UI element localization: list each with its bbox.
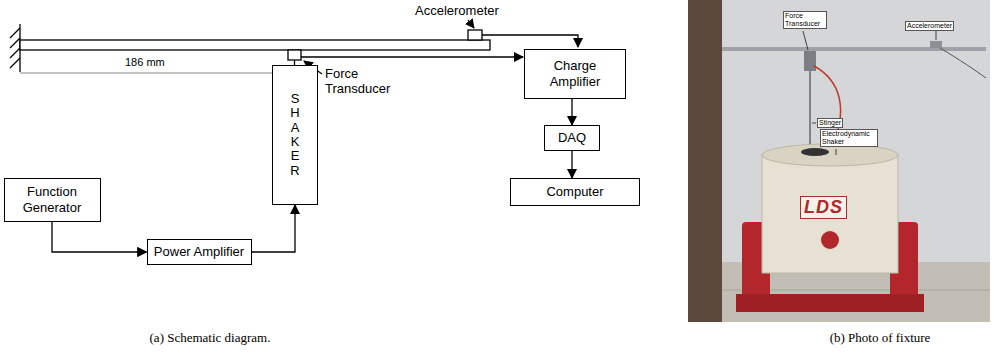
fixed-wall bbox=[10, 24, 20, 72]
photo-force-transducer bbox=[804, 51, 816, 71]
signal-arrow bbox=[52, 222, 147, 252]
leader-line bbox=[812, 123, 816, 124]
amplifier-box: Charge Amplifier bbox=[524, 49, 626, 99]
part-label: Force Transducer bbox=[325, 66, 405, 96]
caption: (b) Photo of fixture bbox=[780, 330, 980, 346]
box-text: DAQ bbox=[558, 130, 586, 146]
cantilever-beam bbox=[20, 40, 490, 50]
box-text: SHAKER bbox=[289, 92, 302, 178]
photo-label: Electrodynamic Shaker bbox=[820, 129, 878, 147]
box-text: Function Generator bbox=[10, 184, 95, 215]
dimension-label: 186 mm bbox=[125, 56, 165, 68]
photo-beam bbox=[722, 47, 986, 51]
daq-box: DAQ bbox=[544, 125, 600, 151]
signal-arrow bbox=[571, 151, 572, 178]
photo-accelerometer bbox=[930, 41, 942, 48]
shaker-box: SHAKER bbox=[272, 65, 318, 205]
photo-shaker-top bbox=[762, 144, 898, 166]
photo-label: Stinger bbox=[817, 118, 843, 128]
leader-line bbox=[936, 31, 937, 40]
photo-wall bbox=[688, 0, 990, 322]
signal-arrow bbox=[252, 205, 296, 252]
signal-wire bbox=[301, 56, 523, 57]
photo-label: Force Transducer bbox=[783, 11, 827, 29]
photo-trunnion bbox=[821, 231, 839, 249]
signal-wire bbox=[482, 35, 578, 47]
photo-stand-base bbox=[736, 294, 924, 312]
brand-logo: LDS bbox=[800, 196, 847, 219]
force-transducer-symbol bbox=[288, 50, 301, 60]
photo-side-wall bbox=[688, 0, 722, 322]
photo-cable bbox=[940, 48, 986, 78]
leader-line bbox=[468, 20, 474, 28]
leader-line bbox=[803, 31, 808, 50]
photo-stinger bbox=[809, 71, 811, 150]
photo-label: Accelerometer bbox=[905, 21, 954, 31]
computer-box: Computer bbox=[510, 178, 640, 206]
fixture-photo bbox=[688, 0, 990, 322]
box-text: Power Amplifier bbox=[154, 244, 244, 260]
amplifier-box: Power Amplifier bbox=[147, 239, 252, 265]
leader-line bbox=[836, 149, 837, 155]
part-label: Accelerometer bbox=[415, 3, 499, 18]
photo-armature bbox=[801, 148, 829, 156]
box-text: Computer bbox=[546, 184, 603, 200]
photo-shaker-body bbox=[762, 155, 898, 273]
signal-arrow bbox=[571, 99, 572, 125]
generator-box: Function Generator bbox=[4, 178, 101, 222]
accelerometer-symbol bbox=[468, 30, 482, 40]
box-text: Charge Amplifier bbox=[530, 58, 620, 89]
caption: (a) Schematic diagram. bbox=[110, 330, 310, 346]
